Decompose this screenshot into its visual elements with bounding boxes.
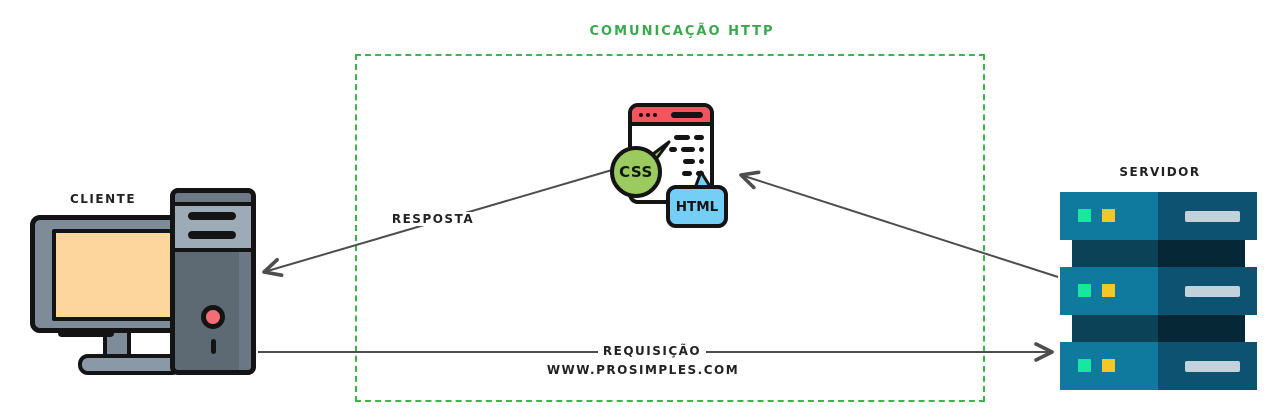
html-badge-icon: HTML [666, 185, 728, 228]
server-vent-bar [1185, 286, 1240, 297]
browser-dot-icon [646, 113, 650, 117]
led-yellow-icon [1102, 359, 1115, 372]
css-bubble-icon: CSS [610, 146, 662, 198]
connector-face [1072, 240, 1158, 267]
server-vent-bar [1185, 361, 1240, 372]
request-arrow-label: REQUISIÇÃO [582, 344, 722, 358]
drive-slot [188, 231, 236, 239]
server-vent-bar [1185, 211, 1240, 222]
led-green-icon [1078, 209, 1091, 222]
request-url-label: WWW.PROSIMPLES.COM [546, 363, 740, 377]
connector-side [1158, 240, 1245, 267]
server-unit [1060, 342, 1257, 390]
response-label-text: RESPOSTA [386, 212, 480, 226]
text-line-icon [683, 159, 704, 164]
browser-dot-icon [639, 113, 643, 117]
server-connector [1072, 240, 1245, 267]
server-label: SERVIDOR [1119, 165, 1201, 179]
tower-cap [175, 193, 251, 202]
server-unit [1060, 267, 1257, 315]
led-green-icon [1078, 284, 1091, 297]
text-line-icon [669, 147, 704, 152]
server-stack-icon [1060, 192, 1257, 390]
address-bar-icon [671, 112, 703, 118]
server-unit [1060, 192, 1257, 240]
connector-face [1072, 315, 1158, 342]
monitor-stand-base [78, 354, 182, 375]
tower-slot [211, 339, 216, 354]
server-connector [1072, 315, 1245, 342]
request-label-text: REQUISIÇÃO [597, 344, 707, 358]
power-button-icon [201, 305, 225, 329]
response-arrow-label: RESPOSTA [373, 212, 493, 226]
text-line-icon [674, 135, 704, 140]
led-yellow-icon [1102, 284, 1115, 297]
client-label: CLIENTE [69, 192, 137, 206]
connector-side [1158, 315, 1245, 342]
browser-dot-icon [653, 113, 657, 117]
led-yellow-icon [1102, 209, 1115, 222]
browser-topbar [632, 107, 710, 126]
led-green-icon [1078, 359, 1091, 372]
tower-drive-bay [175, 202, 251, 229]
monitor-chin-bar [58, 330, 114, 337]
tower-drive-bay [175, 225, 251, 252]
diagram-title: COMUNICAÇÃO HTTP [589, 24, 775, 39]
computer-tower [170, 188, 256, 375]
drive-slot [188, 212, 236, 220]
